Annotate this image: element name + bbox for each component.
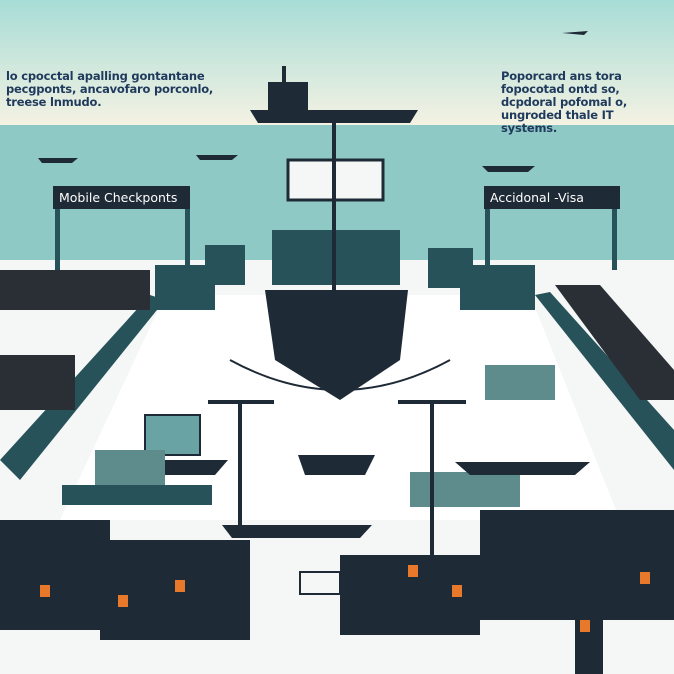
- right-quay-wall: [535, 292, 674, 470]
- safety-vests: [40, 565, 650, 632]
- foreground-crowd: [0, 510, 674, 674]
- right-crowd: [555, 285, 674, 400]
- caption-right: Poporcard ans tora fopocotad ontd so, dc…: [501, 69, 627, 135]
- sky: [0, 0, 674, 125]
- checkpoint-right: [428, 200, 617, 310]
- rowboats: [222, 455, 590, 538]
- truck-left: [62, 450, 212, 505]
- caption-left: lo cpocctal apalling gontantane pecgpont…: [6, 69, 214, 109]
- ferry-ship: [265, 110, 408, 400]
- checkpoint-left: [55, 200, 245, 310]
- distant-ship: [250, 66, 418, 123]
- small-boats: [38, 155, 535, 172]
- lamp-posts: [208, 400, 466, 582]
- wake: [229, 359, 451, 391]
- sign-mobile-checkpoints: Mobile Checkponts: [53, 186, 190, 209]
- sign-visa: Accidonal -Visa: [484, 186, 620, 209]
- truck-right: [410, 365, 555, 507]
- left-crowd: [0, 270, 150, 310]
- airplane-icon: [562, 31, 588, 35]
- left-crowd-2: [0, 355, 75, 410]
- left-quay-wall: [0, 295, 165, 480]
- info-board: [299, 571, 341, 595]
